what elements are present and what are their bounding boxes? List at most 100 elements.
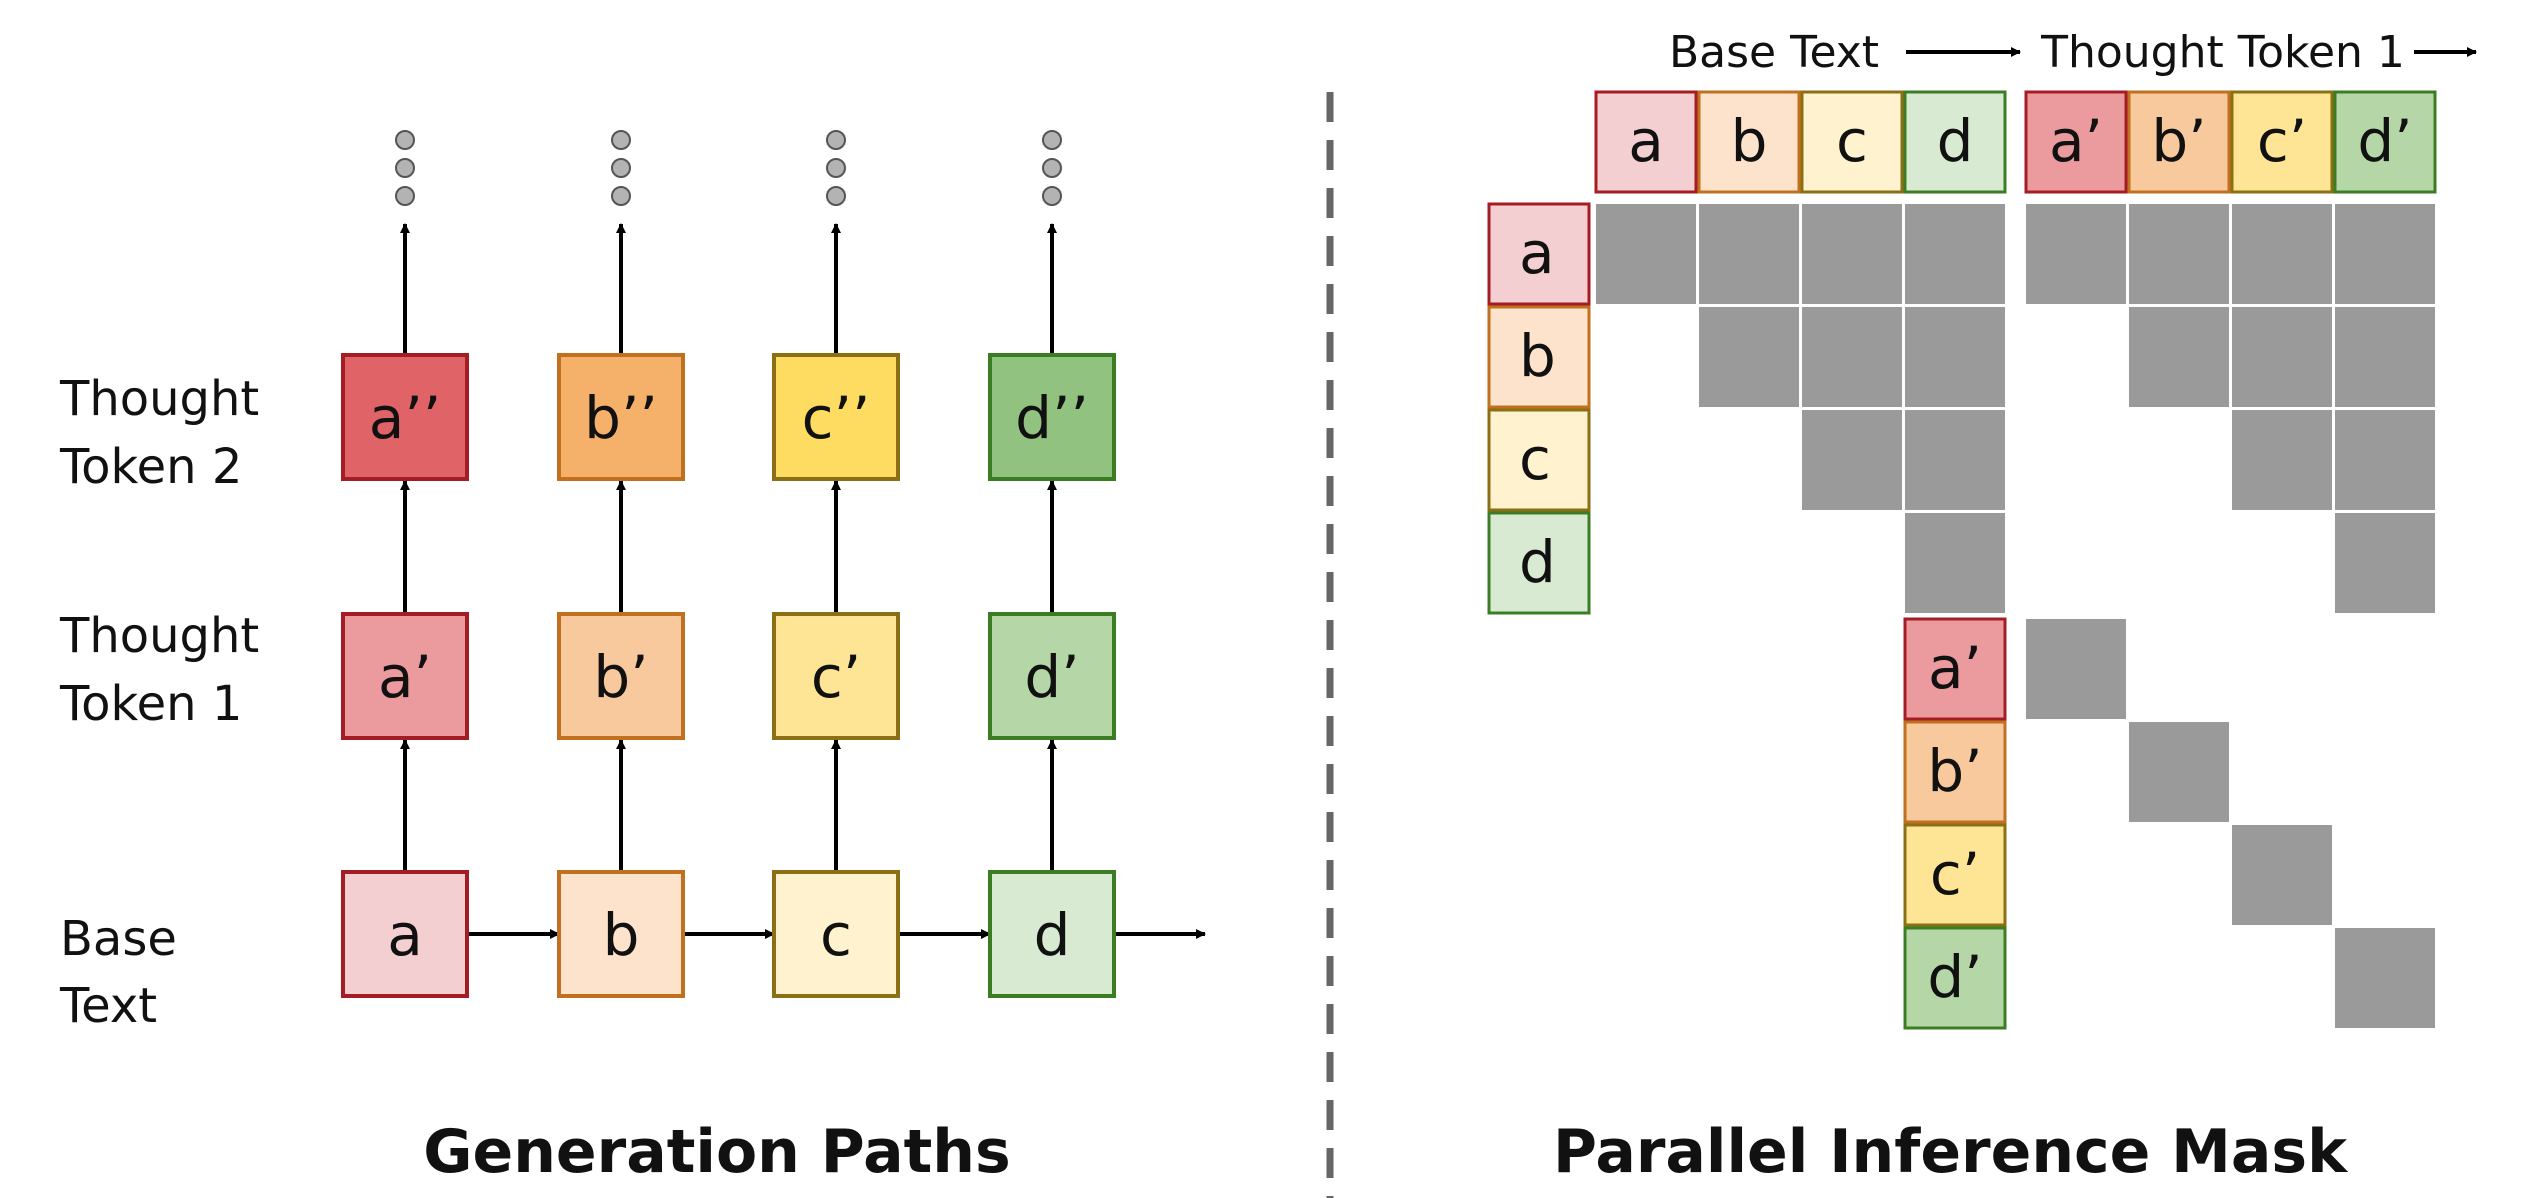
- token-boxes: a a’ a’’ b b’ b’’ c c’ c’’ d d’ d’’: [341, 353, 1116, 998]
- continuation-dot-c-1: [826, 130, 846, 150]
- continuation-dot-c-2: [826, 158, 846, 178]
- generation-paths-panel: Thought Token 2 Thought Token 1 Base Tex…: [59, 130, 1206, 1187]
- mask-cell-c-prime-c-prime: [2232, 825, 2332, 925]
- header-base-text: Base Text: [1669, 27, 1879, 78]
- row-label-thought2-line2: Token 2: [59, 439, 242, 495]
- token-label-a-double-prime: a’’: [369, 384, 441, 452]
- left-token-box-c: [1487, 408, 1591, 512]
- token-box-c-double-prime: [772, 353, 900, 481]
- token-box-a: [341, 870, 469, 998]
- continuation-dot-c-3: [826, 186, 846, 206]
- mask-cell-d-d: [1905, 513, 2005, 613]
- token-label-c-double-prime: c’’: [802, 384, 871, 452]
- mask-cell-a-b: [1699, 204, 1799, 304]
- token-label-b-double-prime: b’’: [584, 384, 658, 452]
- mask-cell-a-d: [1905, 204, 2005, 304]
- row-label-thought1-line2: Token 1: [59, 676, 242, 732]
- mask-cell-a-prime-a-prime: [2026, 619, 2126, 719]
- mask-cell-a-a: [1596, 204, 1696, 304]
- generation-paths-title: Generation Paths: [423, 1117, 1010, 1187]
- continuation-dots: [395, 130, 1062, 206]
- top-token-box-a: [1594, 90, 1698, 194]
- left-token-box-d: [1487, 511, 1591, 615]
- side-token-box-d-prime: [1903, 926, 2007, 1030]
- side-token-box-a-prime: [1903, 617, 2007, 721]
- header-thought-token-1: Thought Token 1: [2040, 27, 2405, 78]
- top-token-box-c: [1800, 90, 1904, 194]
- mask-cell-a-b-prime: [2129, 204, 2229, 304]
- mask-cell-c-c: [1802, 410, 1902, 510]
- top-token-a-prime: a’: [2049, 107, 2103, 175]
- mask-cell-c-d: [1905, 410, 2005, 510]
- continuation-dot-d-1: [1042, 130, 1062, 150]
- mask-cell-b-c: [1802, 307, 1902, 407]
- mask-cell-b-d-prime: [2335, 307, 2435, 407]
- mask-cell-b-prime-b-prime: [2129, 722, 2229, 822]
- continuation-dot-b-3: [611, 186, 631, 206]
- mask-cell-a-c-prime: [2232, 204, 2332, 304]
- top-token-box-b-prime: [2127, 90, 2231, 194]
- top-token-b: b: [1731, 107, 1768, 175]
- token-box-d-prime: [988, 612, 1116, 740]
- top-token-a: a: [1628, 107, 1664, 175]
- token-box-a-prime: [341, 612, 469, 740]
- top-token-b-prime: b’: [2151, 107, 2206, 175]
- side-token-d-prime: d’: [1927, 943, 1982, 1011]
- top-token-d: d: [1937, 107, 1974, 175]
- continuation-dot-b-1: [611, 130, 631, 150]
- mask-tokens: a b c d a’ b’ c’ d’ a b c d: [1487, 90, 2437, 1030]
- top-token-box-c-prime: [2230, 90, 2334, 194]
- token-label-d-double-prime: d’’: [1015, 384, 1089, 452]
- mask-cell-c-c-prime: [2232, 410, 2332, 510]
- parallel-inference-mask-panel: Base Text Thought Token 1 a b c d a’ b’ …: [1487, 27, 2477, 1187]
- side-token-box-b-prime: [1903, 720, 2007, 824]
- token-label-b-prime: b’: [593, 643, 648, 711]
- continuation-dot-d-3: [1042, 186, 1062, 206]
- generation-arrows: [400, 223, 1206, 939]
- side-token-b-prime: b’: [1927, 737, 1982, 805]
- left-token-b: b: [1519, 322, 1556, 390]
- left-token-c: c: [1519, 425, 1551, 493]
- token-box-c-prime: [772, 612, 900, 740]
- left-token-box-b: [1487, 305, 1591, 409]
- left-token-a: a: [1519, 219, 1555, 287]
- left-token-d: d: [1519, 528, 1556, 596]
- continuation-dot-a-2: [395, 158, 415, 178]
- top-token-box-d: [1903, 90, 2007, 194]
- token-box-b-double-prime: [557, 353, 685, 481]
- token-label-a-prime: a’: [378, 643, 432, 711]
- row-label-thought1-line1: Thought: [59, 608, 259, 664]
- row-label-thought2-line1: Thought: [59, 371, 259, 427]
- row-label-base-line2: Text: [59, 978, 157, 1034]
- token-label-a: a: [387, 901, 423, 969]
- token-label-d: d: [1034, 901, 1071, 969]
- parallel-inference-mask-title: Parallel Inference Mask: [1553, 1117, 2349, 1187]
- mask-cell-c-d-prime: [2335, 410, 2435, 510]
- mask-cell-b-b-prime: [2129, 307, 2229, 407]
- side-token-box-c-prime: [1903, 823, 2007, 927]
- mask-cells: [1596, 204, 2435, 1028]
- left-token-box-a: [1487, 202, 1591, 306]
- token-box-b-prime: [557, 612, 685, 740]
- token-box-d-double-prime: [988, 353, 1116, 481]
- mask-cell-a-a-prime: [2026, 204, 2126, 304]
- mask-cell-d-d-prime: [2335, 513, 2435, 613]
- mask-cell-b-b: [1699, 307, 1799, 407]
- top-token-box-d-prime: [2333, 90, 2437, 194]
- continuation-dot-d-2: [1042, 158, 1062, 178]
- token-label-c-prime: c’: [811, 643, 861, 711]
- token-box-a-double-prime: [341, 353, 469, 481]
- continuation-dot-a-1: [395, 130, 415, 150]
- mask-cell-b-c-prime: [2232, 307, 2332, 407]
- token-label-c: c: [820, 901, 852, 969]
- row-label-base-line1: Base: [60, 911, 177, 967]
- continuation-dot-b-2: [611, 158, 631, 178]
- continuation-dot-a-3: [395, 186, 415, 206]
- token-label-d-prime: d’: [1024, 643, 1079, 711]
- token-label-b: b: [603, 901, 640, 969]
- side-token-a-prime: a’: [1928, 634, 1982, 702]
- side-token-c-prime: c’: [1930, 840, 1980, 908]
- token-box-d: [988, 870, 1116, 998]
- token-box-c: [772, 870, 900, 998]
